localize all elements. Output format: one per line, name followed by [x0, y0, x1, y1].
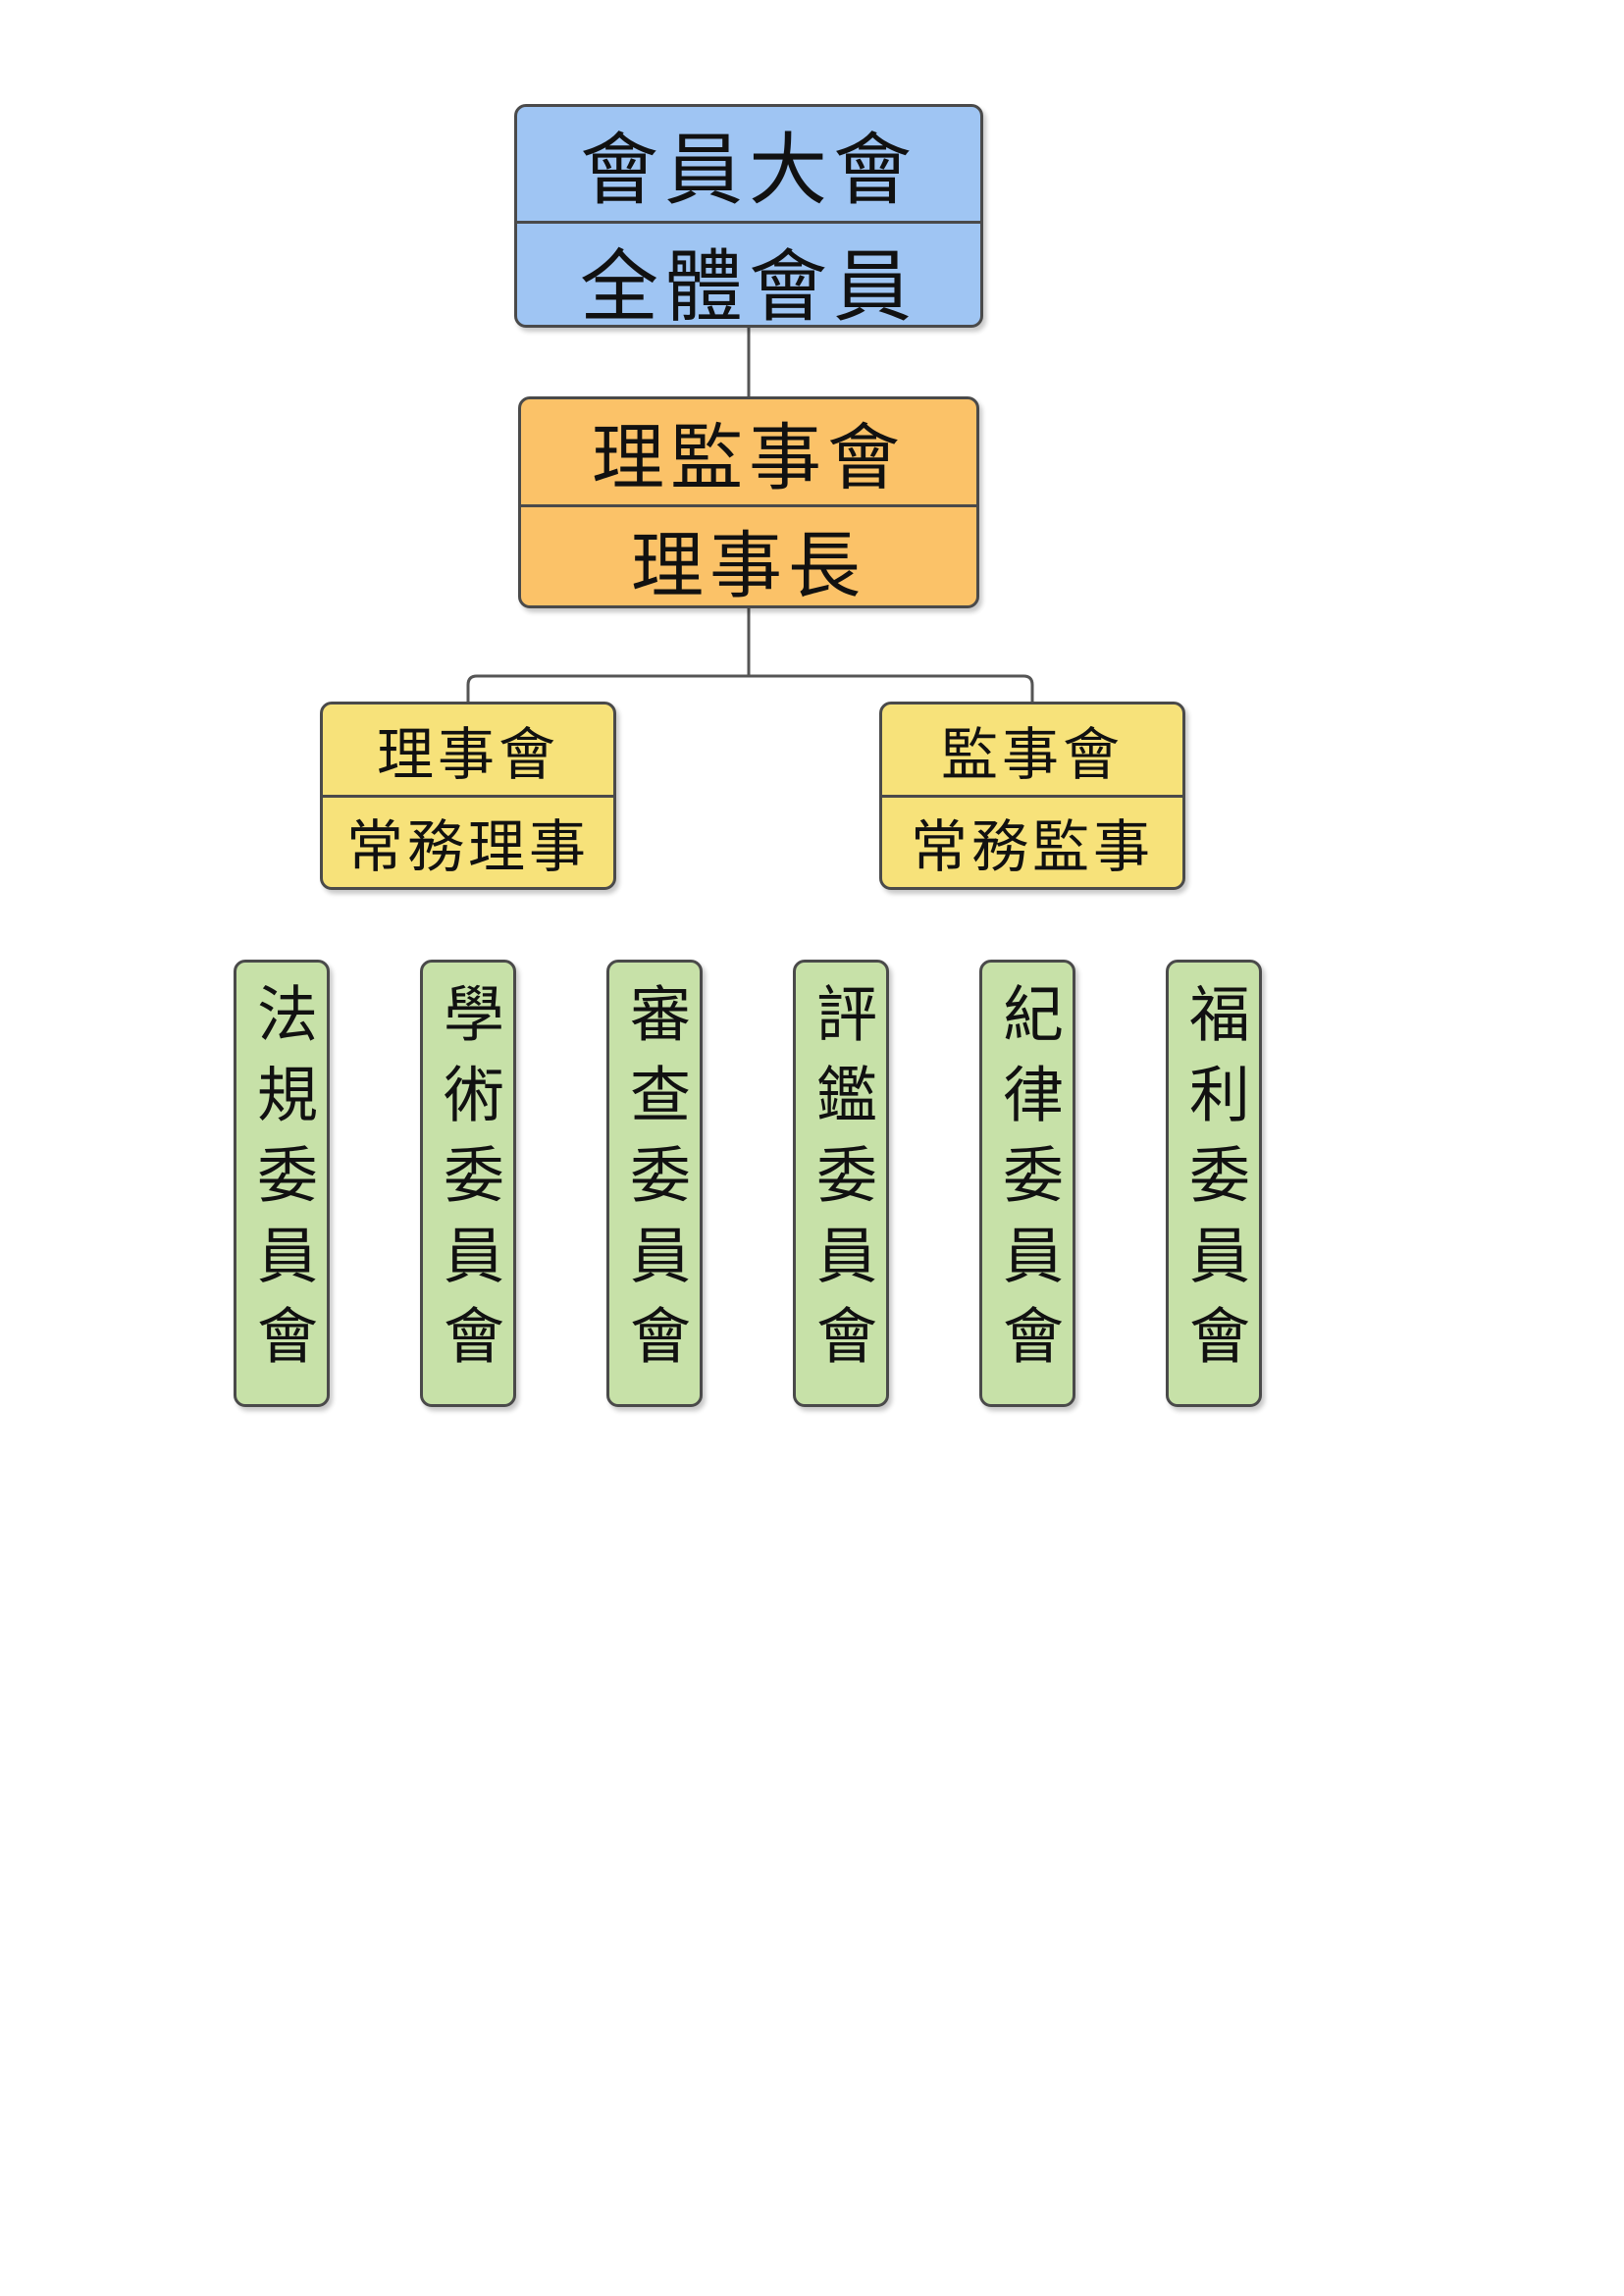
committee-label: 學術委員會 — [433, 982, 504, 1384]
council-box: 理監事會 理事長 — [518, 396, 979, 608]
general-assembly-box: 會員大會 全體會員 — [514, 104, 983, 328]
committee-legal: 法規委員會 — [234, 960, 330, 1407]
committee-label: 審查委員會 — [619, 982, 691, 1384]
connector-branch-horizontal — [466, 674, 1034, 702]
committee-discipline: 紀律委員會 — [979, 960, 1075, 1407]
committee-label: 評鑑委員會 — [806, 982, 877, 1384]
committee-evaluation: 評鑑委員會 — [793, 960, 889, 1407]
committee-welfare: 福利委員會 — [1166, 960, 1262, 1407]
committee-academic: 學術委員會 — [420, 960, 516, 1407]
general-assembly-title: 會員大會 — [580, 125, 917, 216]
committee-label: 福利委員會 — [1179, 982, 1250, 1384]
supervisors-box: 監事會 常務監事 — [879, 702, 1185, 890]
supervisors-title: 監事會 — [940, 720, 1124, 788]
supervisors-subtitle: 常務監事 — [882, 794, 1182, 888]
council-subtitle: 理事長 — [521, 504, 976, 605]
directors-subtitle: 常務理事 — [323, 794, 613, 888]
committee-label: 紀律委員會 — [992, 982, 1064, 1384]
committee-label: 法規委員會 — [246, 982, 318, 1384]
directors-title: 理事會 — [376, 720, 559, 788]
general-assembly-subtitle: 全體會員 — [517, 221, 980, 325]
council-title: 理監事會 — [592, 416, 906, 500]
directors-box: 理事會 常務理事 — [320, 702, 616, 890]
committee-review: 審查委員會 — [606, 960, 703, 1407]
